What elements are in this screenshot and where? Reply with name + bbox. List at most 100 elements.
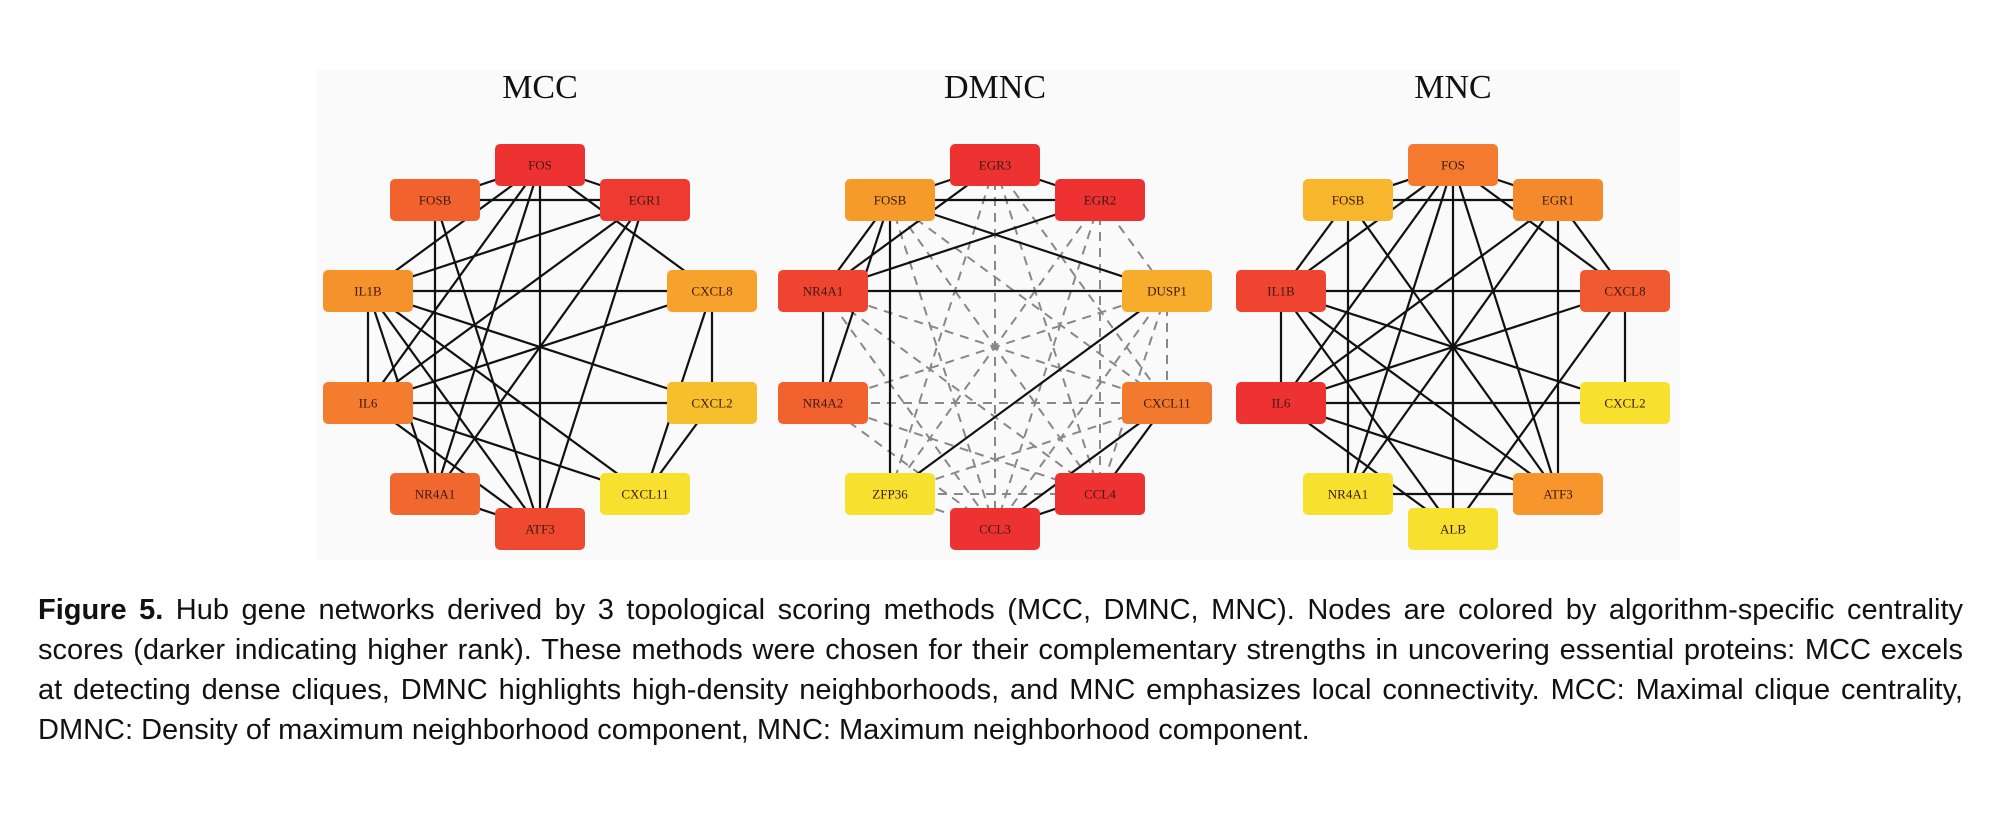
node-ccl4: CCL4 <box>1055 473 1145 515</box>
node-il6: IL6 <box>1236 382 1326 424</box>
network-figure: MCCFOSEGR1CXCL8CXCL2CXCL11ATF3NR4A1IL6IL… <box>323 70 1670 550</box>
node-box <box>1122 382 1212 424</box>
node-cxcl11: CXCL11 <box>600 473 690 515</box>
node-alb: ALB <box>1408 508 1498 550</box>
panel-title: DMNC <box>944 70 1046 106</box>
node-nr4a1: NR4A1 <box>1303 473 1393 515</box>
edge-zfp36-cxcl11 <box>889 402 1168 495</box>
node-box <box>667 270 757 312</box>
node-box <box>1513 179 1603 221</box>
node-ccl3: CCL3 <box>950 508 1040 550</box>
edge-egr2-nr4a1 <box>822 198 1101 293</box>
node-egr3: EGR3 <box>950 144 1040 186</box>
node-fos: FOS <box>495 144 585 186</box>
panel-title: MNC <box>1414 70 1491 106</box>
node-box <box>950 508 1040 550</box>
node-cxcl2: CXCL2 <box>1580 382 1670 424</box>
edge-dusp1-ccl4 <box>1099 290 1168 495</box>
edge-egr3-cxcl11 <box>994 164 1168 404</box>
edge-nr4a1-ccl3 <box>822 290 996 530</box>
node-label: CXCL2 <box>691 396 732 411</box>
node-label: EGR1 <box>629 193 662 208</box>
node-il1b: IL1B <box>323 270 413 312</box>
node-nr4a1: NR4A1 <box>778 270 868 312</box>
node-box <box>600 179 690 221</box>
node-zfp36: ZFP36 <box>845 473 935 515</box>
edge-cxcl8-alb <box>1452 290 1626 530</box>
edge-egr1-il6 <box>367 199 646 404</box>
node-dusp1: DUSP1 <box>1122 270 1212 312</box>
node-box <box>1580 270 1670 312</box>
edge-il6-cxcl11 <box>367 401 646 496</box>
edge-fos-il6 <box>367 164 541 404</box>
node-label: NR4A1 <box>803 284 843 299</box>
node-box <box>1303 179 1393 221</box>
node-label: EGR2 <box>1084 193 1117 208</box>
node-label: CXCL8 <box>691 284 732 299</box>
edge-fos-il6 <box>1280 164 1454 404</box>
node-egr1: EGR1 <box>600 179 690 221</box>
node-label: FOSB <box>1332 193 1365 208</box>
edge-fosb-dusp1 <box>889 198 1168 293</box>
edge-il1b-cxcl11 <box>367 290 646 495</box>
node-box <box>845 473 935 515</box>
node-egr1: EGR1 <box>1513 179 1603 221</box>
edge-il6-atf3 <box>1280 401 1559 496</box>
node-nr4a1: NR4A1 <box>390 473 480 515</box>
node-cxcl11: CXCL11 <box>1122 382 1212 424</box>
node-label: FOSB <box>419 193 452 208</box>
node-egr2: EGR2 <box>1055 179 1145 221</box>
node-label: FOS <box>528 158 552 173</box>
node-cxcl8: CXCL8 <box>1580 270 1670 312</box>
node-box <box>845 179 935 221</box>
edge-nr4a2-ccl4 <box>822 402 1101 495</box>
node-label: NR4A2 <box>803 396 843 411</box>
node-box <box>495 144 585 186</box>
node-label: IL6 <box>359 396 378 411</box>
figure-caption: Figure 5. Hub gene networks derived by 3… <box>38 590 1963 750</box>
node-cxcl2: CXCL2 <box>667 382 757 424</box>
node-label: CCL3 <box>979 522 1011 537</box>
node-label: ALB <box>1440 522 1466 537</box>
panel-title: MCC <box>502 70 578 106</box>
edge-dusp1-ccl3 <box>994 290 1168 530</box>
node-label: FOS <box>1441 158 1465 173</box>
node-label: CCL4 <box>1084 487 1116 502</box>
node-fosb: FOSB <box>845 179 935 221</box>
edge-dusp1-nr4a2 <box>822 290 1168 404</box>
edge-il1b-alb <box>1280 290 1454 530</box>
node-atf3: ATF3 <box>1513 473 1603 515</box>
node-nr4a2: NR4A2 <box>778 382 868 424</box>
node-box <box>1122 270 1212 312</box>
node-box <box>600 473 690 515</box>
node-label: CXCL11 <box>621 487 668 502</box>
edge-il1b-atf3 <box>367 290 541 530</box>
node-box <box>1303 473 1393 515</box>
node-label: ATF3 <box>525 522 555 537</box>
node-cxcl8: CXCL8 <box>667 270 757 312</box>
edge-egr1-il1b <box>367 198 646 293</box>
edge-il1b-atf3 <box>1280 290 1559 495</box>
node-label: NR4A1 <box>415 487 455 502</box>
node-box <box>323 382 413 424</box>
node-box <box>1408 144 1498 186</box>
node-fosb: FOSB <box>390 179 480 221</box>
edge-egr1-il6 <box>1280 199 1559 404</box>
node-label: EGR1 <box>1542 193 1575 208</box>
node-il6: IL6 <box>323 382 413 424</box>
node-label: CXCL11 <box>1143 396 1190 411</box>
node-il1b: IL1B <box>1236 270 1326 312</box>
node-box <box>495 508 585 550</box>
node-label: DUSP1 <box>1147 284 1187 299</box>
node-box <box>390 179 480 221</box>
node-box <box>950 144 1040 186</box>
node-fos: FOS <box>1408 144 1498 186</box>
node-box <box>667 382 757 424</box>
node-box <box>1055 179 1145 221</box>
node-box <box>778 270 868 312</box>
node-label: ZFP36 <box>872 487 908 502</box>
